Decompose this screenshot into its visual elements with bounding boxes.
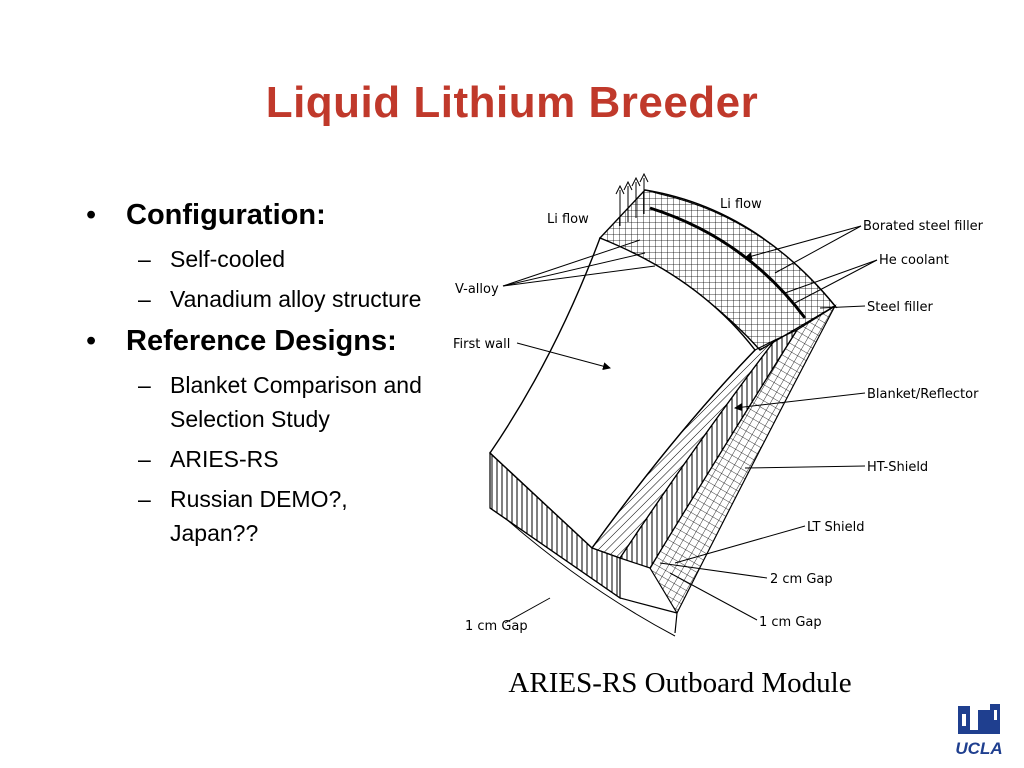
li-flow-arrows — [615, 172, 649, 226]
label-li-flow-left: Li flow — [547, 212, 589, 227]
slide-title: Liquid Lithium Breeder — [265, 78, 759, 127]
outboard-module-diagram: Li flow Li flow V-alloy First wall Borat… — [453, 172, 984, 637]
sub-bullet-self-cooled: Self-cooled — [86, 242, 436, 276]
label-steel-filler: Steel filler — [867, 300, 933, 315]
sub-bullet-vanadium-alloy: Vanadium alloy structure — [86, 282, 436, 316]
sub-bullet-aries-rs: ARIES-RS — [86, 442, 436, 476]
front-bottom-block — [489, 451, 621, 600]
label-he-coolant: He coolant — [879, 253, 949, 268]
label-1cm-gap-right: 1 cm Gap — [759, 615, 822, 630]
label-blanket-reflector: Blanket/Reflector — [867, 387, 979, 402]
label-ht-shield: HT-Shield — [867, 460, 928, 475]
label-li-flow-right: Li flow — [720, 197, 762, 212]
label-borated-steel-filler: Borated steel filler — [863, 219, 984, 234]
label-lt-shield: LT Shield — [807, 520, 865, 535]
label-first-wall: First wall — [453, 337, 510, 352]
ucla-logo: UCLA — [955, 704, 1003, 758]
figure-caption: ARIES-RS Outboard Module — [508, 667, 852, 699]
label-2cm-gap: 2 cm Gap — [770, 572, 833, 587]
bullet-list: Configuration: Self-cooled Vanadium allo… — [86, 196, 436, 556]
bullet-configuration: Configuration: — [86, 196, 436, 234]
label-1cm-gap-left: 1 cm Gap — [465, 619, 528, 634]
bullet-reference-designs: Reference Designs: — [86, 322, 436, 360]
sub-bullet-blanket-comparison: Blanket Comparison and Selection Study — [86, 368, 436, 436]
sub-bullet-russian-demo: Russian DEMO?, Japan?? — [86, 482, 436, 550]
logo-text: UCLA — [955, 739, 1002, 758]
label-v-alloy: V-alloy — [455, 282, 499, 297]
